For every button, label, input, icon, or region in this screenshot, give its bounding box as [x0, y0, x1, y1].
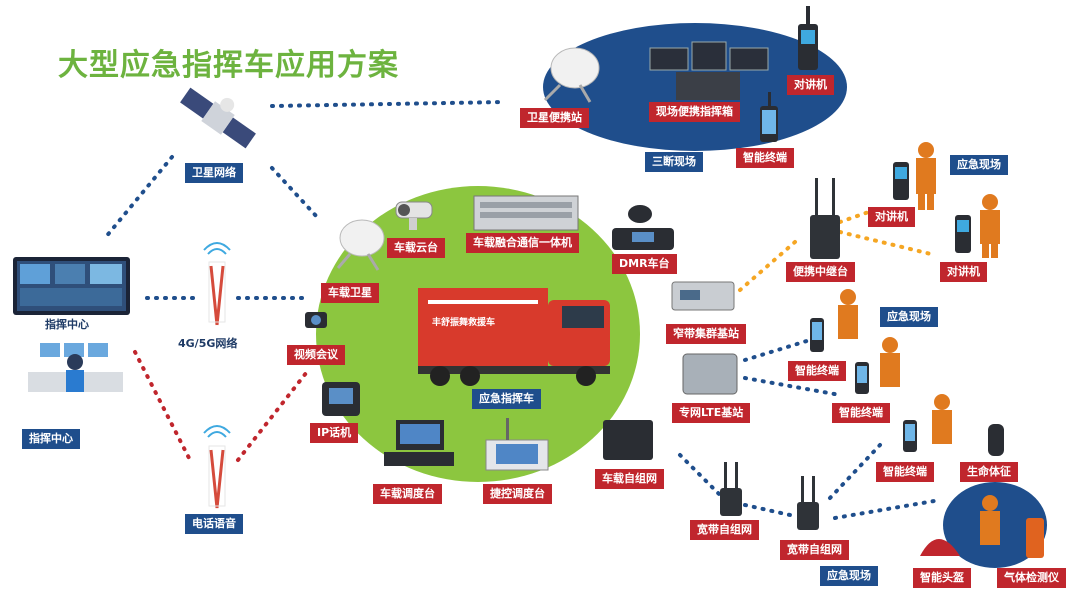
tower-4g-icon [203, 242, 231, 326]
label-smart-terminal-top: 智能终端 [736, 148, 794, 168]
touch-console-icon [485, 418, 549, 471]
dmr-radio-icon [612, 205, 674, 250]
label-narrowband-base: 窄带集群基站 [666, 324, 746, 344]
satellite-icon [180, 87, 256, 149]
label-dmr-radio: DMR车台 [612, 254, 677, 274]
firefighter-group-1 [893, 142, 936, 210]
label-phone-voice: 电话语音 [185, 514, 243, 534]
label-three-cut-scene: 三断现场 [645, 152, 703, 172]
firefighter-group-3 [810, 289, 858, 352]
label-portable-relay: 便携中继台 [786, 262, 855, 282]
label-emergency-site-2: 应急现场 [880, 307, 938, 327]
portable-dish-icon [543, 47, 600, 103]
emergency-scene-figures [920, 495, 1044, 558]
page-title: 大型应急指挥车应用方案 [58, 48, 399, 83]
ip-phone-icon [322, 382, 360, 416]
label-walkie-talkie-top: 对讲机 [787, 75, 834, 95]
firefighter-group-2 [955, 194, 1000, 258]
label-video-conference: 视频会议 [287, 345, 345, 365]
label-emergency-site-3: 应急现场 [820, 566, 878, 586]
tower-phone-icon [203, 425, 231, 509]
car-mesh-icon [603, 420, 653, 460]
line-lte-to-term1 [743, 338, 812, 362]
firefighter-group-4 [855, 337, 900, 394]
label-broadband-mesh-1: 宽带自组网 [690, 520, 759, 540]
label-car-satellite: 车载卫星 [321, 283, 379, 303]
car-satellite-icon [336, 219, 385, 271]
label-satellite-portable: 卫星便携站 [520, 108, 589, 128]
label-walkie-talkie-3: 对讲机 [940, 262, 987, 282]
label-touch-console: 捷控调度台 [483, 484, 552, 504]
firefighter-group-5 [903, 394, 952, 452]
label-vital-signs: 生命体征 [960, 462, 1018, 482]
label-command-center-top: 指挥中心 [45, 318, 89, 331]
line-relay-to-narrow [738, 240, 797, 292]
line-bb1-to-bb2 [743, 503, 792, 517]
label-broadband-mesh-2: 宽带自组网 [780, 540, 849, 560]
fusion-device-icon [473, 195, 579, 231]
field-box-icon [649, 41, 769, 100]
video-conf-camera-icon [305, 312, 327, 328]
label-car-console: 车载调度台 [373, 484, 442, 504]
label-satellite-network: 卫星网络 [185, 163, 243, 183]
line-relay-to-talkie3 [838, 230, 937, 257]
label-walkie-talkie-2: 对讲机 [868, 207, 915, 227]
line-phone-to-green [236, 366, 312, 462]
ptz-camera-icon [395, 201, 433, 230]
line-sat-to-portable [270, 100, 507, 108]
line-mesh-to-bb1 [678, 453, 722, 497]
label-smart-helmet: 智能头盔 [913, 568, 971, 588]
label-car-mesh: 车载自组网 [595, 469, 664, 489]
label-gas-detector: 气体检测仪 [997, 568, 1066, 588]
label-smart-terminal-1: 智能终端 [788, 361, 846, 381]
car-console-icon [384, 420, 454, 466]
label-lte-base: 专网LTE基站 [672, 403, 751, 423]
lte-base-icon [682, 353, 738, 395]
label-field-command-box: 现场便携指挥箱 [649, 102, 740, 122]
label-command-center-bottom: 指挥中心 [22, 429, 80, 449]
label-command-vehicle: 应急指挥车 [472, 389, 541, 409]
label-car-ptz: 车载云台 [387, 238, 445, 258]
walkie-talkie-top-icon [798, 6, 818, 70]
line-center-to-phone [133, 350, 192, 462]
label-4g5g-network: 4G/5G网络 [178, 337, 238, 350]
command-truck-icon [418, 288, 610, 386]
portable-relay-icon [810, 178, 840, 259]
label-emergency-site-1: 应急现场 [950, 155, 1008, 175]
truck-body-text: 丰舒振舞救援车 [432, 318, 496, 328]
broadband-mesh-2-icon [797, 476, 819, 530]
line-lte-to-term2 [743, 376, 842, 397]
smart-terminal-top-icon [760, 92, 778, 142]
smart-watch-icon [988, 424, 1004, 456]
label-ip-phone: IP话机 [310, 423, 359, 443]
narrowband-base-icon [671, 281, 735, 311]
label-smart-terminal-2: 智能终端 [832, 403, 890, 423]
label-smart-terminal-3: 智能终端 [876, 462, 934, 482]
line-bb2-to-term3 [828, 443, 882, 500]
label-car-fusion: 车载融合通信一体机 [466, 233, 579, 253]
operator-desk-icon [28, 343, 123, 392]
broadband-mesh-1-icon [720, 462, 742, 516]
line-sat-to-green [270, 166, 320, 220]
line-sat-to-center [103, 155, 174, 240]
command-screen-icon [13, 257, 130, 315]
line-bb2-to-site3 [833, 498, 942, 520]
